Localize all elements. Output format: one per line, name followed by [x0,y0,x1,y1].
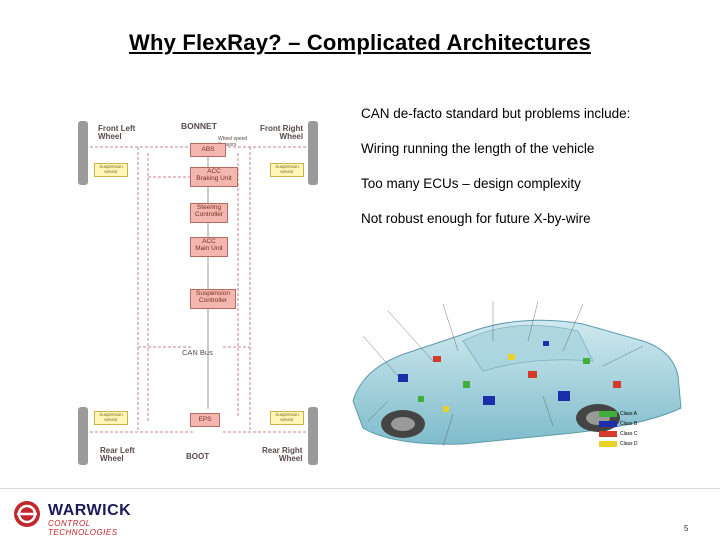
warwick-logo-icon [14,501,40,527]
legend-label: Class D [620,441,638,447]
class-a-swatch [599,410,617,417]
wiring-lines [78,121,318,465]
class-legend: Class A Class B Class C Class D [599,409,669,449]
warwick-logo: WARWICK CONTROL TECHNOLOGIES [13,500,153,537]
suspension-sensor-box: Suspension sensor [94,411,128,425]
legend-label: Class C [620,431,638,437]
acc-braking-module: ACC Braking Unit [190,167,238,187]
suspension-sensor-box: Suspension sensor [270,163,304,177]
legend-item: Class A [599,409,669,419]
slide-title: Why FlexRay? – Complicated Architectures [129,30,591,55]
can-bus-label: CAN Bus [182,348,213,357]
abs-module: ABS [190,143,226,157]
rear-right-wheel-label: Rear Right Wheel [262,446,303,463]
page-number: 5 [684,524,689,533]
bullet-list: CAN de-facto standard but problems inclu… [361,106,711,246]
car-ecu-illustration: Class A Class B Class C Class D [343,296,688,454]
legend-item: Class B [599,419,669,429]
legend-item: Class C [599,429,669,439]
logo-name: WARWICK [48,502,132,519]
suspension-controller-module: Suspension Controller [190,289,236,309]
acc-main-unit-module: ACC Main Unit [190,237,228,257]
footer-divider [0,488,720,489]
bullet-item: Wiring running the length of the vehicle [361,141,595,156]
legend-item: Class D [599,439,669,449]
bonnet-label: BONNET [181,121,217,131]
legend-label: Class A [620,411,637,417]
suspension-sensor-box: Suspension sensor [270,411,304,425]
eps-module: EPS [190,413,220,427]
class-c-swatch [599,430,617,437]
bullet-item: CAN de-facto standard but problems inclu… [361,106,631,121]
front-right-wheel-label: Front Right Wheel [260,124,304,141]
logo-subtitle: CONTROL TECHNOLOGIES [48,519,118,537]
boot-label: BOOT [186,452,210,461]
rear-left-wheel-label: Rear Left Wheel [100,446,135,463]
class-d-swatch [599,440,617,447]
suspension-sensor-box: Suspension sensor [94,163,128,177]
can-architecture-diagram: Front Left Wheel BONNET Front Right Whee… [78,117,332,465]
bullet-item: Not robust enough for future X-by-wire [361,211,591,226]
wheel-speed-label: Wheel speed Sensors [218,136,248,148]
bullet-item: Too many ECUs – design complexity [361,176,581,191]
front-left-wheel-label: Front Left Wheel [98,124,136,141]
class-b-swatch [599,420,617,427]
legend-label: Class B [620,421,638,427]
steering-controller-module: Steering Controller [190,203,228,223]
